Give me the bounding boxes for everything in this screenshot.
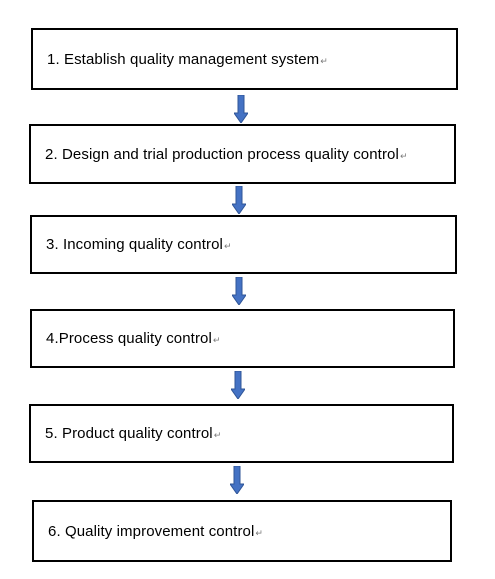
step-4-label: 4.Process quality control — [46, 330, 212, 347]
paragraph-mark-icon: ↵ — [223, 241, 232, 251]
down-arrow-icon — [231, 371, 245, 399]
step-2-box: 2. Design and trial production process q… — [29, 124, 456, 184]
paragraph-mark-icon: ↵ — [399, 150, 408, 161]
step-1-label: 1. Establish quality management system — [47, 50, 320, 68]
paragraph-mark-icon: ↵ — [255, 527, 263, 538]
step-5-box: 5. Product quality control ↵ — [29, 404, 454, 463]
step-3-box: 3. Incoming quality control ↵ — [30, 215, 457, 274]
paragraph-mark-icon: ↵ — [320, 55, 328, 66]
down-arrow-icon — [232, 277, 246, 305]
step-2-label: 2. Design and trial production process q… — [45, 145, 399, 163]
down-arrow-icon — [232, 186, 246, 214]
step-1-box: 1. Establish quality management system ↵ — [31, 28, 458, 90]
step-6-label: 6. Quality improvement control — [48, 522, 255, 540]
paragraph-mark-icon: ↵ — [213, 430, 222, 440]
step-3-label: 3. Incoming quality control — [46, 236, 223, 253]
paragraph-mark-icon: ↵ — [212, 335, 221, 345]
step-4-box: 4.Process quality control ↵ — [30, 309, 455, 368]
step-6-box: 6. Quality improvement control ↵ — [32, 500, 452, 562]
down-arrow-icon — [230, 466, 244, 494]
down-arrow-icon — [234, 95, 248, 123]
step-5-label: 5. Product quality control — [45, 425, 213, 442]
